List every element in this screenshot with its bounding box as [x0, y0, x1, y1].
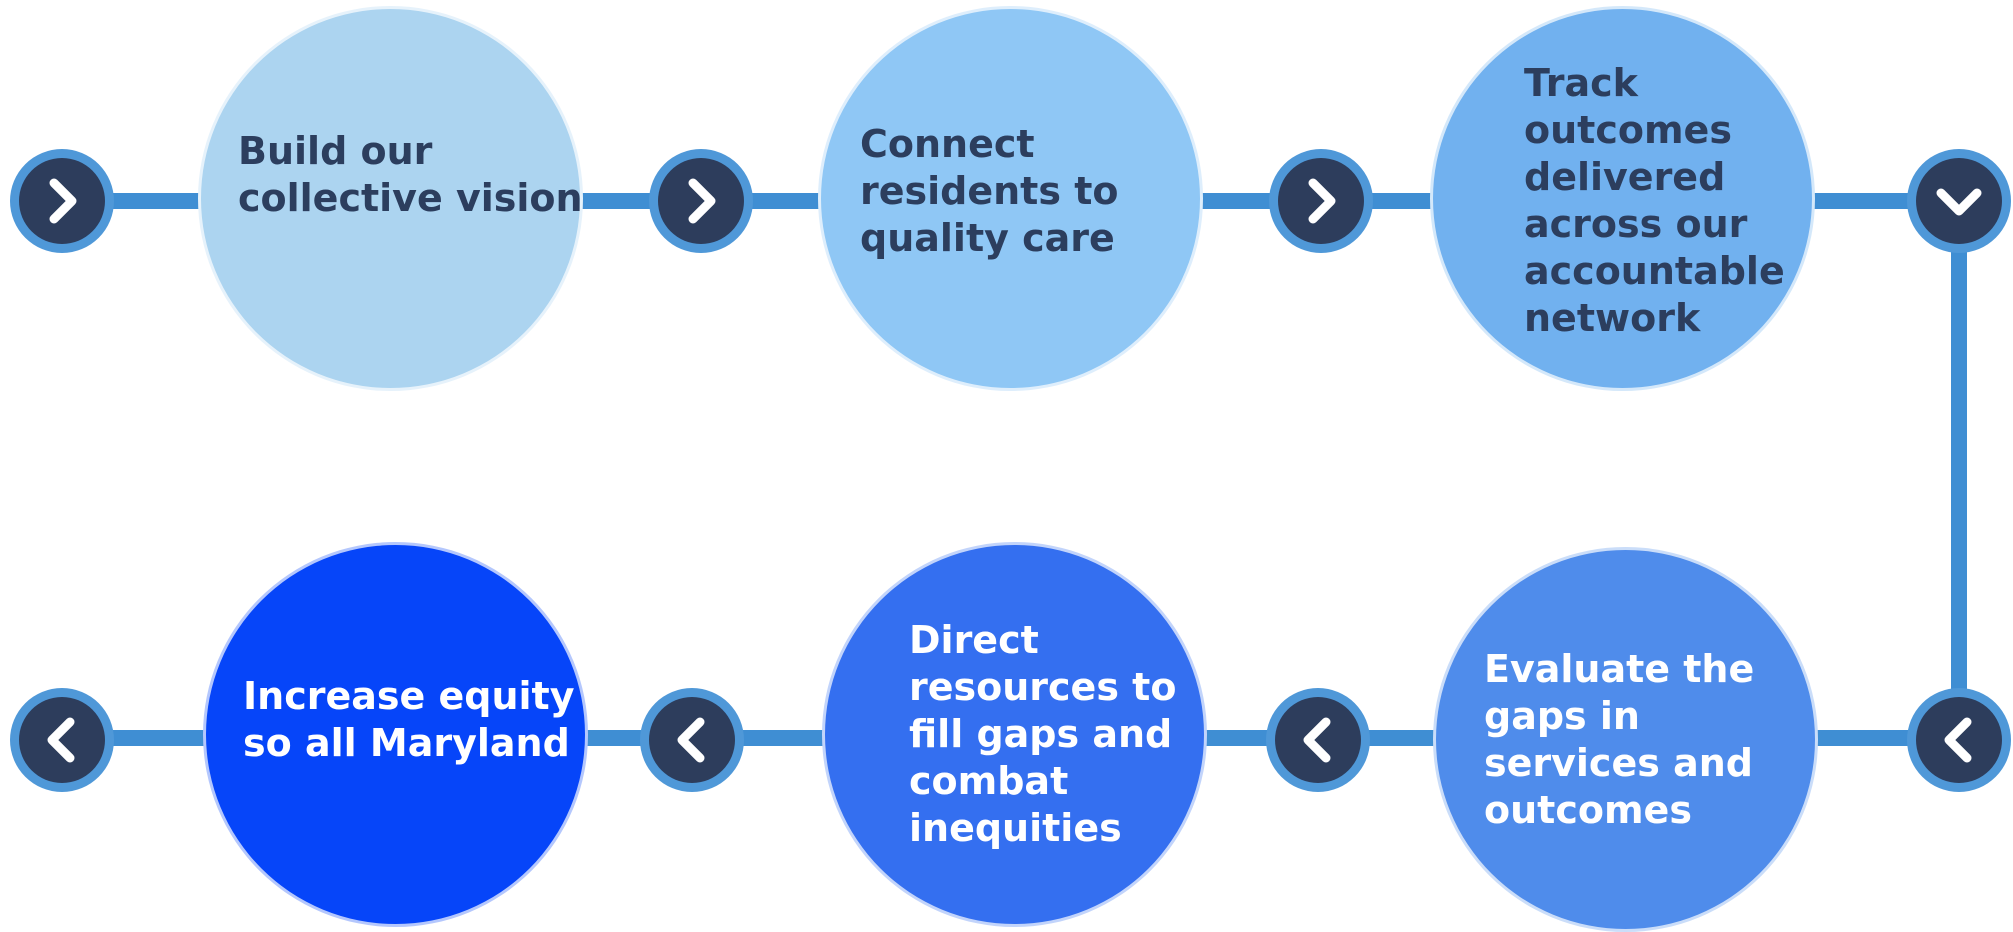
step-3-text: Track outcomes delivered across our acco… [1524, 60, 1785, 342]
step-3-line: network [1524, 296, 1701, 340]
step-1-text: Build our collective vision [238, 128, 583, 222]
step-1-line: collective vision [238, 176, 583, 220]
step-6-line: so all Maryland [243, 721, 570, 765]
arrow-node-6 [1266, 688, 1370, 792]
step-circle-1 [198, 6, 583, 391]
step-4-line: outcomes [1484, 788, 1692, 832]
step-3-line: Track [1524, 61, 1638, 105]
chevron-down-icon [1936, 188, 1982, 216]
chevron-left-icon [1303, 717, 1331, 763]
step-6-line: Increase equity [243, 674, 575, 718]
step-3-line: outcomes [1524, 108, 1732, 152]
step-2-line: Connect [860, 122, 1035, 166]
right-vertical-connector-line [1951, 200, 1967, 745]
step-2-line: residents to [860, 169, 1119, 213]
arrow-node-8 [10, 688, 114, 792]
step-6-text: Increase equity so all Maryland [243, 673, 574, 767]
step-5-text: Direct resources to fill gaps and combat… [909, 617, 1176, 852]
arrow-node-1 [10, 149, 114, 253]
step-4-line: gaps in [1484, 694, 1640, 738]
chevron-left-icon [1944, 717, 1972, 763]
step-4-text: Evaluate the gaps in services and outcom… [1484, 646, 1754, 834]
arrow-node-5 [1907, 688, 2011, 792]
step-5-line: inequities [909, 806, 1122, 850]
step-4-line: services and [1484, 741, 1753, 785]
step-circle-5 [822, 542, 1207, 927]
chevron-right-icon [1308, 178, 1336, 224]
step-5-line: combat [909, 759, 1069, 803]
step-circle-3 [1430, 6, 1815, 391]
chevron-left-icon [677, 717, 705, 763]
step-3-line: accountable [1524, 249, 1785, 293]
step-2-text: Connect residents to quality care [860, 121, 1118, 262]
step-circle-2 [818, 6, 1203, 391]
step-5-line: fill gaps and [909, 712, 1173, 756]
step-5-line: resources to [909, 665, 1177, 709]
chevron-right-icon [49, 178, 77, 224]
step-1-line: Build our [238, 129, 433, 173]
step-circle-6 [203, 542, 588, 927]
arrow-node-7 [640, 688, 744, 792]
arrow-node-2 [649, 149, 753, 253]
step-2-line: quality care [860, 216, 1115, 260]
chevron-left-icon [47, 717, 75, 763]
step-3-line: delivered [1524, 155, 1726, 199]
arrow-node-3 [1269, 149, 1373, 253]
chevron-right-icon [688, 178, 716, 224]
arrow-node-4 [1907, 149, 2011, 253]
step-5-line: Direct [909, 618, 1039, 662]
step-4-line: Evaluate the [1484, 647, 1755, 691]
step-3-line: across our [1524, 202, 1748, 246]
